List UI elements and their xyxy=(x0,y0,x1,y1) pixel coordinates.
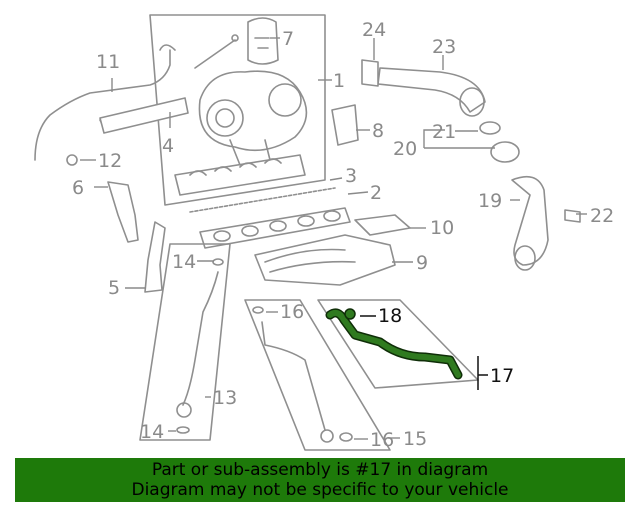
callout-14-bottom: 14 xyxy=(140,421,164,443)
callout-2: 2 xyxy=(370,182,382,204)
callout-23: 23 xyxy=(432,36,456,58)
coolant-line-13 xyxy=(139,243,231,441)
leader-lines xyxy=(80,37,587,440)
callout-16-top: 16 xyxy=(280,301,304,323)
turbocharger-assembly xyxy=(149,14,326,206)
clamp-21 xyxy=(479,121,501,135)
callout-14-top: 14 xyxy=(172,251,196,273)
callout-19: 19 xyxy=(478,190,502,212)
heat-shield xyxy=(254,234,396,286)
callout-11: 11 xyxy=(96,51,120,73)
exhaust-gasket xyxy=(189,187,351,249)
banner-line-2: Diagram may not be specific to your vehi… xyxy=(131,480,509,500)
callout-22: 22 xyxy=(590,205,614,227)
seal-20 xyxy=(490,141,520,163)
bracket-5 xyxy=(144,221,166,293)
highlighted-pipe-17 xyxy=(317,299,479,389)
callout-21: 21 xyxy=(432,121,456,143)
callout-13: 13 xyxy=(213,387,237,409)
parts-diagram: 1 2 3 4 5 6 7 8 9 10 11 12 13 14 14 15 1… xyxy=(34,14,614,451)
callout-16-bottom: 16 xyxy=(370,429,394,451)
callout-8: 8 xyxy=(372,120,384,142)
callout-18: 18 xyxy=(378,305,402,327)
callout-7: 7 xyxy=(282,28,294,50)
bracket-10 xyxy=(354,214,411,236)
callout-10: 10 xyxy=(430,217,454,239)
heat-shield-8 xyxy=(331,104,359,146)
callout-4: 4 xyxy=(162,135,174,157)
callout-5: 5 xyxy=(108,277,120,299)
bracket-6 xyxy=(107,181,139,243)
banner-line-1: Part or sub-assembly is #17 in diagram xyxy=(151,460,489,480)
sensor-22 xyxy=(564,209,581,223)
callout-1: 1 xyxy=(333,70,345,92)
callout-6: 6 xyxy=(72,177,84,199)
washer-12 xyxy=(66,154,78,166)
callout-12: 12 xyxy=(98,150,122,172)
callout-labels: 1 2 3 4 5 6 7 8 9 10 11 12 13 14 14 15 1… xyxy=(72,19,614,451)
callout-9: 9 xyxy=(416,252,428,274)
callout-15: 15 xyxy=(403,428,427,450)
info-banner: Part or sub-assembly is #17 in diagram D… xyxy=(15,458,625,502)
charge-pipe-19 xyxy=(511,175,549,271)
clamp-24 xyxy=(361,59,379,87)
coolant-line-15 xyxy=(244,299,391,451)
callout-3: 3 xyxy=(345,165,357,187)
bracket-4 xyxy=(99,97,189,134)
intake-pipe-23 xyxy=(377,67,486,117)
callout-20: 20 xyxy=(393,138,417,160)
wastegate-actuator xyxy=(194,17,279,69)
callout-24: 24 xyxy=(362,19,386,41)
callout-17: 17 xyxy=(490,365,514,387)
